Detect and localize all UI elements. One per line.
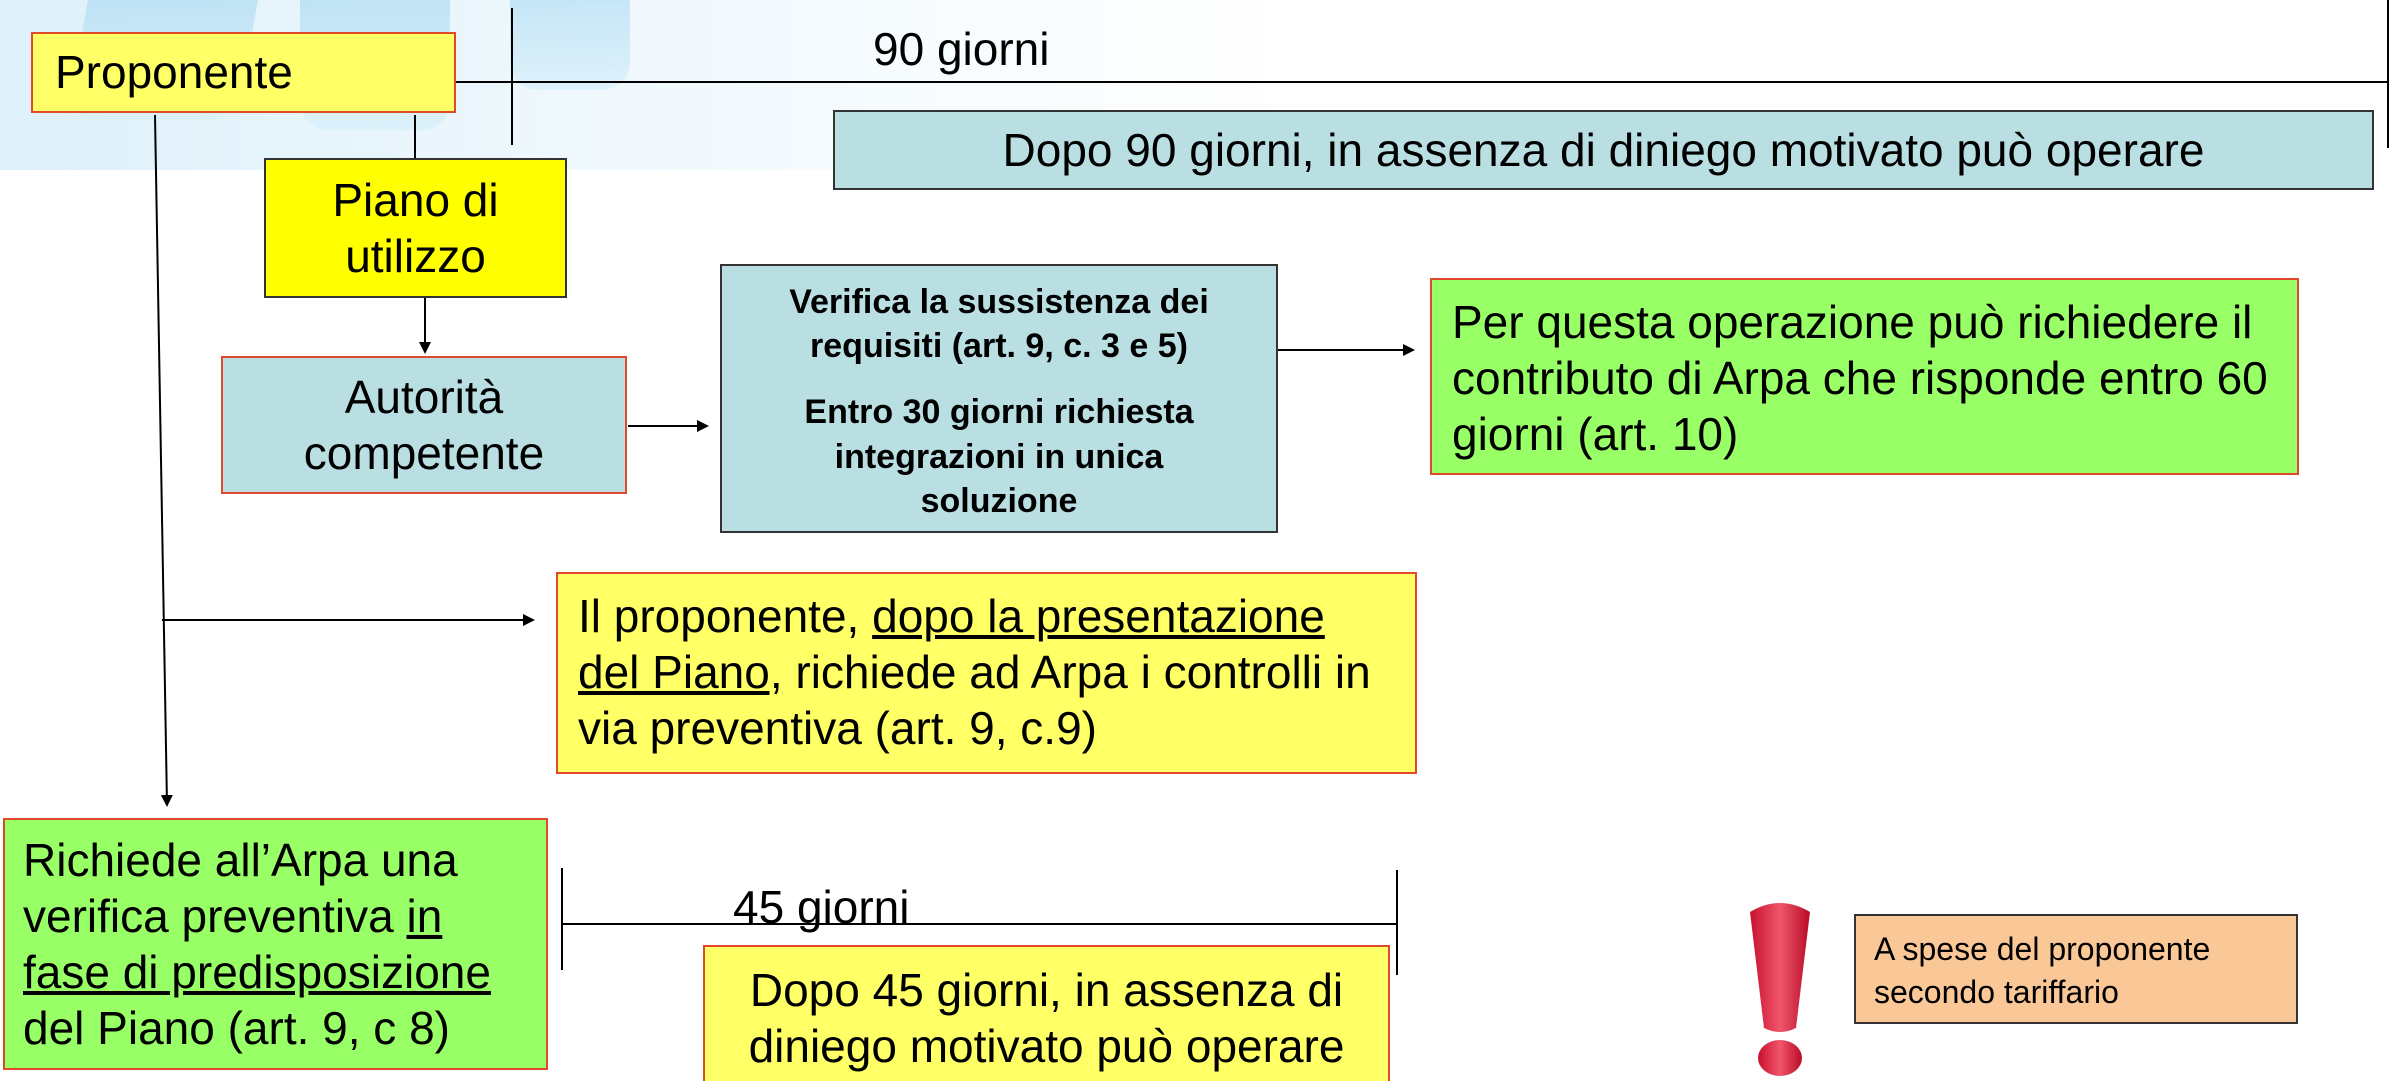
autorita-text: Autorità competente	[303, 370, 545, 479]
timeline-45-label: 45 giorni	[733, 881, 910, 933]
spese-box: A spese del proponente secondo tariffari…	[1854, 914, 2298, 1024]
controlli-text-underlined: dopo la presentazione del Piano,	[578, 590, 1325, 699]
controlli-text-part1: Il proponente,	[578, 590, 873, 642]
background-shape	[510, 0, 630, 90]
piano-box: Piano di utilizzo	[264, 158, 567, 298]
proponente-box: Proponente	[31, 32, 456, 113]
spese-text: A spese del proponente secondo tariffari…	[1874, 931, 2211, 1011]
exclamation-icon	[1750, 903, 1810, 1076]
verifica-line2: Entro 30 giorni richiesta integrazioni i…	[804, 393, 1194, 520]
dopo-45-text: Dopo 45 giorni, in assenza di diniego mo…	[748, 963, 1345, 1072]
autorita-box: Autorità competente	[221, 356, 627, 494]
verifica-line1: Verifica la sussistenza dei requisiti (a…	[789, 283, 1209, 366]
richiede-text-part2: del Piano (art. 9, c 8)	[23, 1002, 450, 1055]
dopo-90-box: Dopo 90 giorni, in assenza di diniego mo…	[833, 110, 2374, 190]
piano-text: Piano di utilizzo	[332, 173, 499, 282]
richiede-box: Richiede all’Arpa una verifica preventiv…	[3, 818, 548, 1070]
proponente-label: Proponente	[55, 46, 293, 99]
dopo-45-box: Dopo 45 giorni, in assenza di diniego mo…	[703, 945, 1390, 1081]
contributo-text: Per questa operazione può richiedere il …	[1452, 296, 2268, 461]
verifica-box: Verifica la sussistenza dei requisiti (a…	[720, 264, 1278, 533]
timeline-90-label: 90 giorni	[873, 23, 1050, 75]
dopo-90-text: Dopo 90 giorni, in assenza di diniego mo…	[1002, 123, 2205, 176]
contributo-box: Per questa operazione può richiedere il …	[1430, 278, 2299, 475]
controlli-text-part2: richiede ad Arpa i controlli in via prev…	[578, 646, 1371, 755]
proponente-vertical-arrow	[154, 114, 173, 807]
richiede-text-underlined: in fase di predisposizione	[23, 890, 491, 999]
richiede-text-part1: Richiede all’Arpa una verifica preventiv…	[23, 834, 458, 943]
controlli-box: Il proponente, dopo la presentazione del…	[556, 572, 1417, 774]
